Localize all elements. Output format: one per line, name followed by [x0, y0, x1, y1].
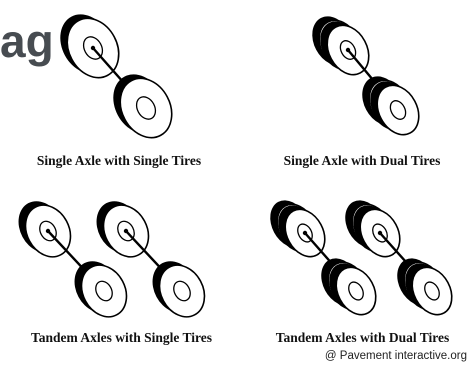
axle-3b-lower-tire-hub	[173, 280, 191, 302]
axle-3b-hub-dot	[123, 228, 129, 234]
axle-4b-lower-tire-outer-hub	[424, 281, 440, 301]
config-tandem-axles-single-tires	[18, 201, 206, 318]
axle-2-hub-dot	[345, 47, 351, 53]
axle-2-lower-tire-outer	[370, 81, 420, 136]
axle-3a-hub-dot	[45, 228, 51, 234]
caption-tandem-axles-dual-tires: Tandem Axles with Dual Tires	[275, 330, 450, 345]
axle-4a-hub-dot	[302, 230, 308, 236]
axle-1-hub-dot	[90, 45, 96, 51]
axle-4a-lower-tire-outer	[329, 263, 377, 316]
axle-3a	[18, 201, 128, 318]
partial-heading: ag	[0, 15, 54, 67]
axle-2	[312, 16, 420, 136]
axle-3b	[96, 201, 206, 318]
axle-2-lower-tire-outer-hub	[389, 100, 407, 120]
axle-1-lower-tire	[113, 74, 173, 139]
axle-4a	[270, 200, 377, 316]
source-credit: @ Pavement interactive.org	[324, 350, 467, 362]
axle-1-lower-tire-hub	[135, 96, 157, 120]
axle-1	[60, 14, 173, 139]
caption-tandem-axles-single-tires: Tandem Axles with Single Tires	[30, 330, 213, 345]
config-tandem-axles-dual-tires	[270, 200, 453, 316]
config-single-axle-dual-tires	[312, 16, 420, 136]
axle-3a-lower-tire-hub	[95, 280, 113, 302]
axle-3b-lower-tire	[152, 261, 206, 318]
caption-single-axle-single-tires: Single Axle with Single Tires	[36, 153, 202, 168]
axle-4b	[345, 200, 453, 316]
axle-4b-lower-tire-outer	[405, 263, 453, 316]
axle-3a-lower-tire	[74, 261, 128, 318]
axle-4b-hub-dot	[377, 230, 383, 236]
caption-single-axle-dual-tires: Single Axle with Dual Tires	[283, 153, 441, 168]
config-single-axle-single-tires	[60, 14, 173, 139]
axle-4a-lower-tire-outer-hub	[348, 281, 364, 301]
